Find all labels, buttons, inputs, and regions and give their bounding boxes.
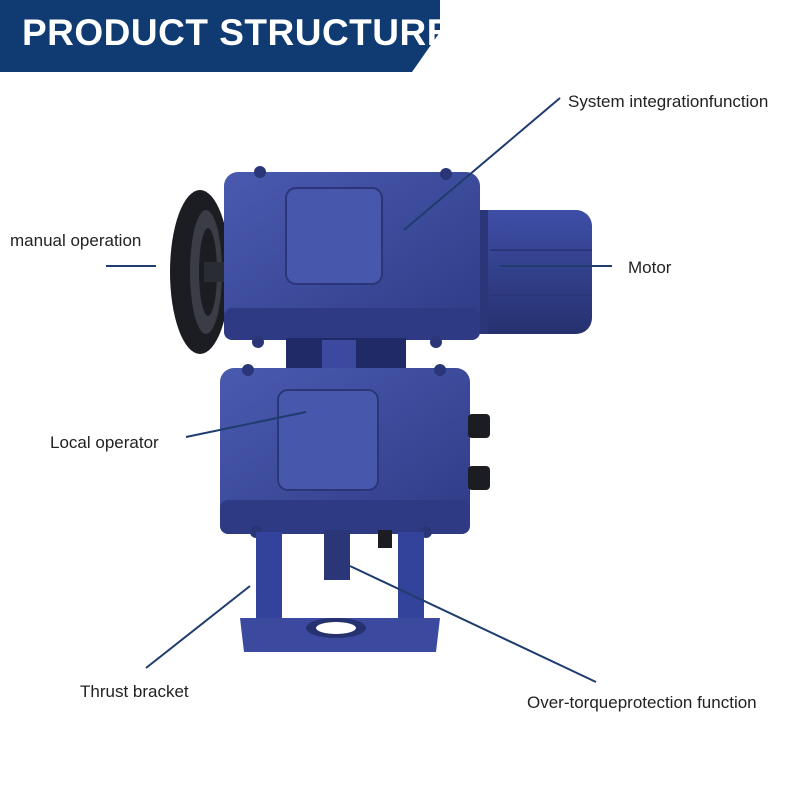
label-thrust-bracket: Thrust bracket	[80, 682, 189, 701]
label-over-torque: Over-torqueprotection function	[527, 693, 757, 712]
header-banner-shape	[0, 0, 440, 72]
page-title: PRODUCT STRUCTURE	[22, 12, 452, 53]
leader-line-local-operator	[185, 411, 307, 438]
upper-housing	[224, 166, 480, 348]
leader-lines	[106, 97, 612, 683]
thrust-bracket-part	[240, 530, 440, 652]
label-system-integration: System integrationfunction	[568, 92, 769, 111]
leader-line-system-integration	[403, 97, 561, 231]
motor-unit	[470, 210, 592, 334]
label-motor: Motor	[628, 258, 672, 277]
handwheel	[170, 190, 230, 354]
header-banner	[0, 0, 440, 72]
leader-line-over-torque	[349, 565, 597, 683]
label-manual-operation: manual operation	[10, 231, 142, 250]
label-local-operator: Local operator	[50, 433, 159, 452]
leader-line-thrust-bracket	[145, 585, 251, 669]
lower-housing	[220, 364, 490, 538]
